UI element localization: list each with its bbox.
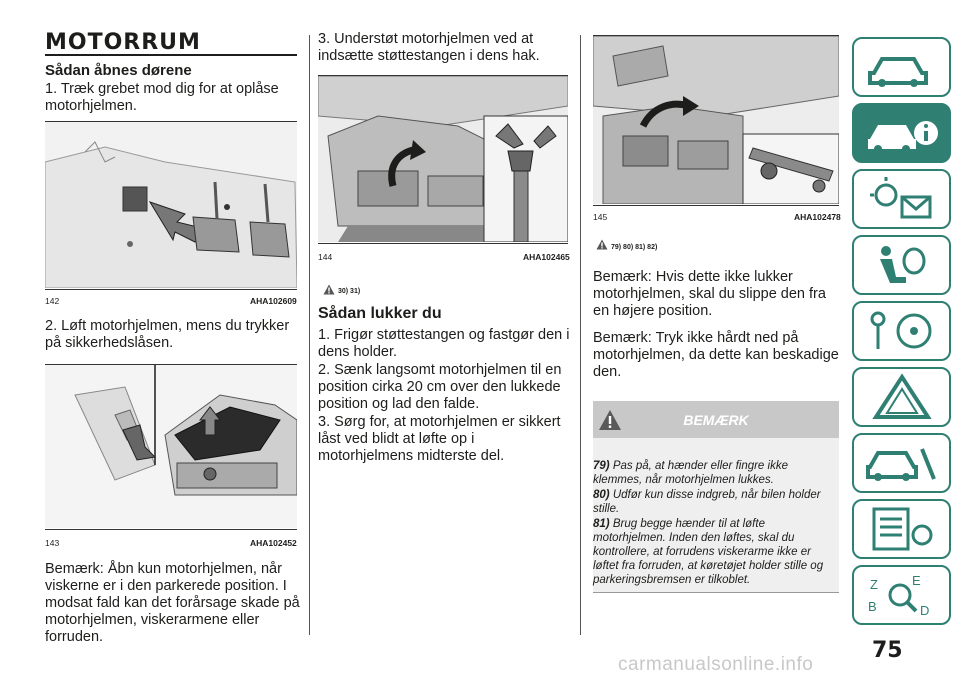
- figure-144-support-rod: [318, 76, 568, 242]
- close-note-2: Bemærk: Tryk ikke hårdt ned på motorhjel…: [593, 330, 839, 380]
- warning-icon: [596, 239, 608, 250]
- specifications-icon: [872, 507, 933, 551]
- open-subtitle: Sådan åbnes dørene: [45, 62, 192, 79]
- warning-box-title: BEMÆRK: [683, 412, 749, 428]
- warning-triangle-icon: [599, 410, 621, 430]
- close-note-1: Bemærk: Hvis dette ikke lukker motorhjel…: [593, 269, 826, 319]
- warning-item-80: 80) Udfør kun disse indgreb, når bilen h…: [593, 489, 821, 515]
- warning-box: BEMÆRK 79) Pas på, at hænder eller fingr…: [593, 401, 839, 593]
- title-underline: [45, 54, 297, 56]
- key-steering-icon: [870, 311, 932, 349]
- figure-142-bottom-rule: [45, 289, 297, 290]
- figure-145-hood-close: [593, 36, 839, 204]
- figure-144-bottom-rule: [318, 243, 568, 244]
- index-search-icon: Z E B D: [868, 573, 929, 618]
- figure-144-code: AHA102465: [523, 252, 570, 262]
- tab-starting-driving[interactable]: [852, 301, 951, 361]
- warning-icon: [323, 284, 335, 295]
- close-step-3: 3. Sørg for, at motorhjelmen er sikkert …: [318, 414, 561, 464]
- column-divider-1: [309, 35, 310, 635]
- figure-142-pedal-lever: [45, 122, 297, 288]
- open-note: Bemærk: Åbn kun motorhjelmen, når visker…: [45, 561, 300, 645]
- figure-143-hood-lift: [45, 365, 297, 528]
- airbag-seat-icon: [880, 246, 926, 283]
- warning-box-body: 79) Pas på, at hænder eller fingre ikke …: [593, 459, 837, 587]
- svg-text:Z: Z: [870, 577, 878, 592]
- figure-142-top-rule: [45, 121, 297, 122]
- figure-143-number: 143: [45, 538, 60, 548]
- tab-car-info[interactable]: [852, 103, 951, 163]
- tab-lights-messages[interactable]: [852, 169, 951, 229]
- close-step-2: 2. Sænk langsomt motorhjelmen til en pos…: [318, 362, 562, 412]
- warning-references-79-82: 79) 80) 81) 82): [611, 244, 658, 251]
- section-title: MOTORRUM: [45, 30, 201, 55]
- close-step-1: 1. Frigør støttestangen og fastgør den i…: [318, 327, 570, 360]
- warning-triangle-icon: [872, 373, 932, 419]
- car-info-icon: [868, 121, 938, 153]
- car-repair-icon: [866, 448, 936, 481]
- page-number: 75: [872, 638, 903, 663]
- tab-maintenance[interactable]: [852, 433, 951, 493]
- warning-item-81: 81) Brug begge hænder til at løfte motor…: [593, 518, 824, 586]
- tab-index[interactable]: Z E B D: [852, 565, 951, 625]
- warning-references-30-31: 30) 31): [338, 288, 361, 295]
- figure-143-code: AHA102452: [250, 538, 297, 548]
- tab-safety[interactable]: [852, 235, 951, 295]
- svg-text:E: E: [912, 573, 921, 588]
- figure-145-code: AHA102478: [794, 212, 841, 222]
- tab-technical-data[interactable]: [852, 499, 951, 559]
- close-subtitle: Sådan lukker du: [318, 305, 442, 322]
- tab-emergency[interactable]: [852, 367, 951, 427]
- figure-142-code: AHA102609: [250, 296, 297, 306]
- warning-item-79: 79) Pas på, at hænder eller fingre ikke …: [593, 460, 788, 486]
- figure-143-bottom-rule: [45, 529, 297, 530]
- svg-text:B: B: [868, 599, 877, 614]
- figure-143-top-rule: [45, 364, 297, 365]
- column-divider-2: [580, 35, 581, 635]
- svg-text:D: D: [920, 603, 929, 618]
- car-dashboard-icon: [868, 57, 928, 87]
- open-step-1: 1. Træk grebet mod dig for at oplåse mot…: [45, 81, 279, 114]
- open-step-3: 3. Understøt motorhjelmen ved at indsætt…: [318, 31, 540, 64]
- tab-dashboard[interactable]: [852, 37, 951, 97]
- open-step-2: 2. Løft motorhjelmen, mens du trykker på…: [45, 318, 290, 351]
- figure-145-bottom-rule: [593, 205, 839, 206]
- figure-144-number: 144: [318, 252, 333, 262]
- light-mail-icon: [870, 177, 932, 219]
- watermark: carmanualsonline.info: [618, 654, 814, 675]
- figure-145-number: 145: [593, 212, 608, 222]
- figure-142-number: 142: [45, 296, 60, 306]
- warning-box-header: BEMÆRK: [593, 401, 839, 438]
